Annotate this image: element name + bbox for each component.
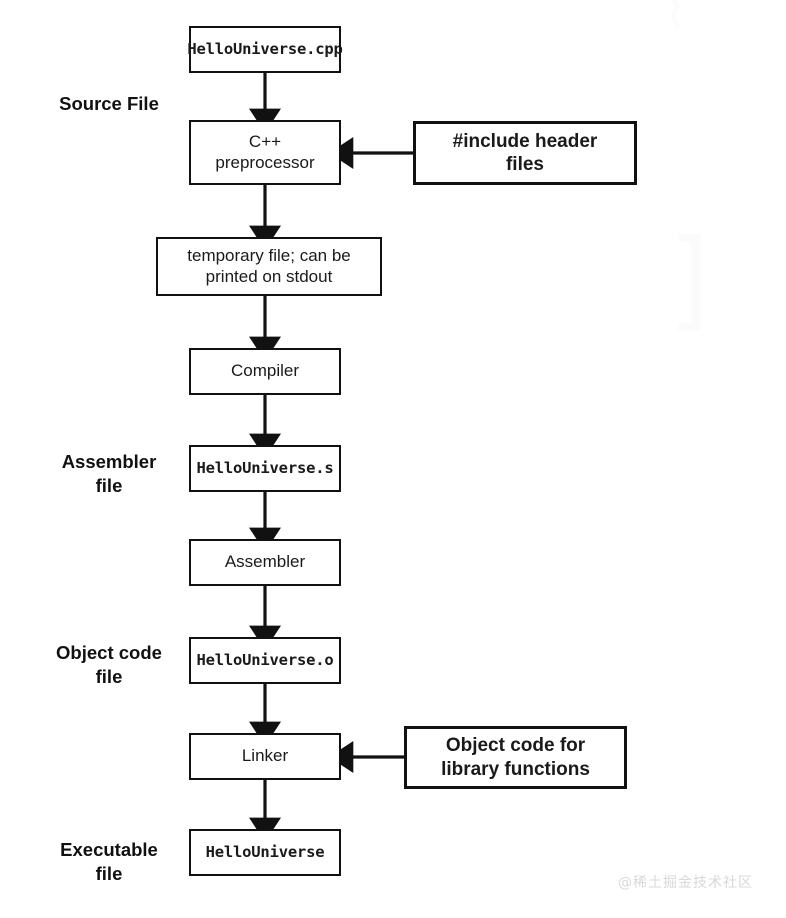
stage-label-source-file: Source File: [59, 93, 159, 114]
node-compiler[interactable]: Compiler: [189, 348, 341, 395]
stage-label-object-code-file: Object code file: [56, 642, 162, 687]
site-watermark: @稀土掘金技术社区: [618, 875, 753, 891]
stage-label-assembler-file: Assembler file: [61, 451, 157, 496]
stage-label-executable-file: Executable file: [60, 839, 158, 884]
node-assembler[interactable]: Assembler: [189, 539, 341, 586]
node-linker[interactable]: Linker: [189, 733, 341, 780]
node-include-header-files[interactable]: #include header files: [413, 121, 637, 185]
node-hellouniverse-executable[interactable]: HelloUniverse: [189, 829, 341, 876]
node-hellouniverse-cpp[interactable]: HelloUniverse.cpp: [187, 26, 343, 73]
background-watermark-artifact-top: ⌇: [664, 0, 687, 40]
node-hellouniverse-s[interactable]: HelloUniverse.s: [189, 445, 341, 492]
node-temporary-file[interactable]: temporary file; can be printed on stdout: [156, 237, 382, 296]
node-hellouniverse-o[interactable]: HelloUniverse.o: [189, 637, 341, 684]
background-watermark-artifact: ]: [668, 217, 711, 342]
node-cpp-preprocessor[interactable]: C++ preprocessor: [189, 120, 341, 185]
node-object-code-library[interactable]: Object code for library functions: [404, 726, 627, 789]
